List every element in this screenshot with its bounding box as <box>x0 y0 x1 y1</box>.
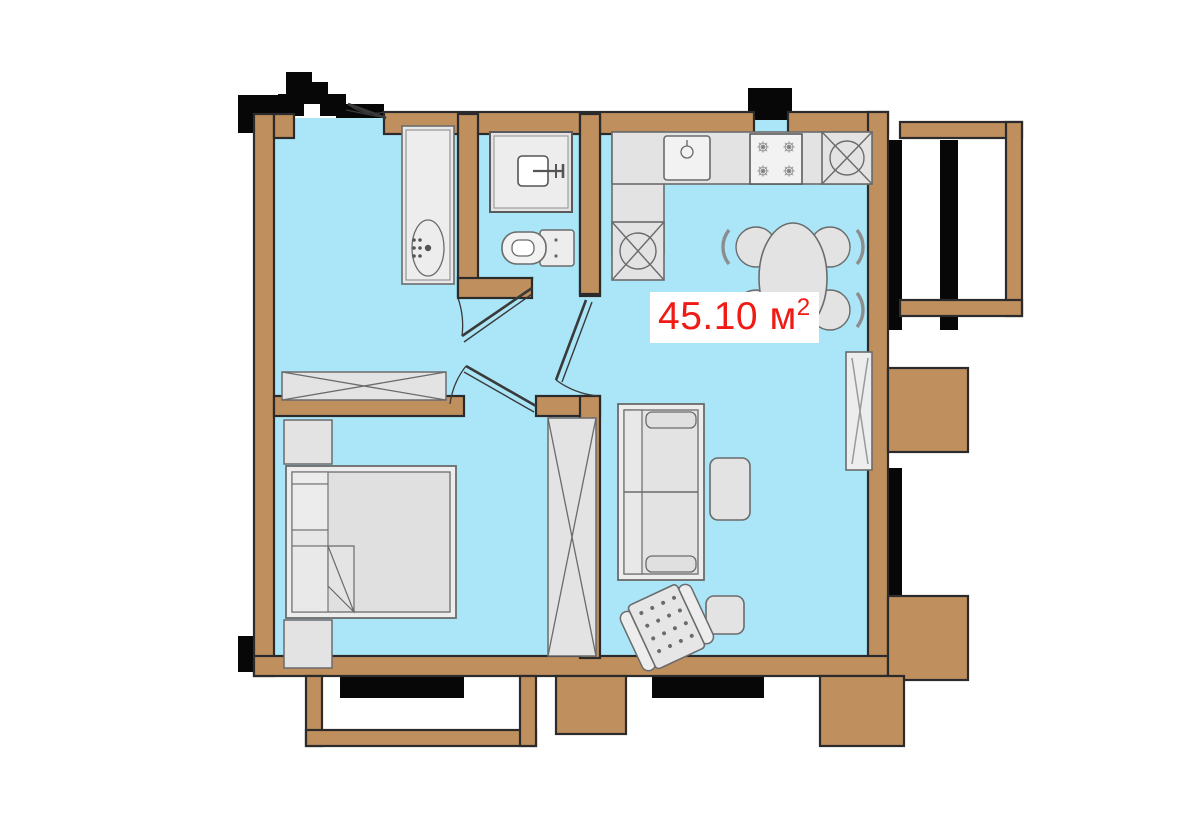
doors <box>345 102 599 413</box>
wall-kitchen-partition <box>578 112 602 296</box>
bedroom-fixtures <box>283 417 597 669</box>
kitchen-fixtures <box>611 131 873 334</box>
nightstand-bottom <box>283 619 333 669</box>
nightstand-top <box>283 419 333 465</box>
wall-exterior-left <box>252 112 276 678</box>
bedroom-wardrobe <box>547 417 597 657</box>
exterior-block-right-mid <box>886 366 970 454</box>
balcony-door-right <box>845 351 873 471</box>
bathroom-door <box>457 286 533 343</box>
bed <box>285 465 457 619</box>
gas-stove <box>749 133 803 185</box>
balcony-kitchen-wall-bot <box>898 298 1024 318</box>
area-exponent: 2 <box>796 294 811 321</box>
wall-exterior-top-left <box>272 112 296 140</box>
bathroom-fixtures <box>401 125 575 285</box>
armchair <box>619 583 715 672</box>
exterior-pier-bottom-centre <box>554 674 628 736</box>
balcony-bedroom-right <box>518 674 538 748</box>
toilet <box>501 229 575 267</box>
side-table-upper <box>709 457 751 521</box>
sofa <box>617 403 705 581</box>
entrance-door <box>345 102 387 120</box>
area-unit: м <box>769 295 797 338</box>
balcony-kitchen-wall-right <box>1004 120 1024 318</box>
hall-fixtures <box>281 371 447 401</box>
balcony-kitchen-wall-top <box>898 120 1024 140</box>
kitchen-door <box>554 299 599 397</box>
living-fixtures <box>617 351 873 672</box>
walls <box>252 110 1024 748</box>
bedroom-door <box>449 364 537 413</box>
wall-bathroom-left <box>456 112 480 298</box>
area-value: 45.10 <box>658 295 759 338</box>
exterior-block-right-low <box>886 594 970 682</box>
area-label: 45.10 м2 <box>650 292 819 343</box>
balcony-bedroom-bottom <box>304 728 538 748</box>
wall-exterior-bottom <box>252 654 890 678</box>
exterior-block-bottom-right <box>818 674 906 748</box>
side-table-lower <box>705 595 745 635</box>
